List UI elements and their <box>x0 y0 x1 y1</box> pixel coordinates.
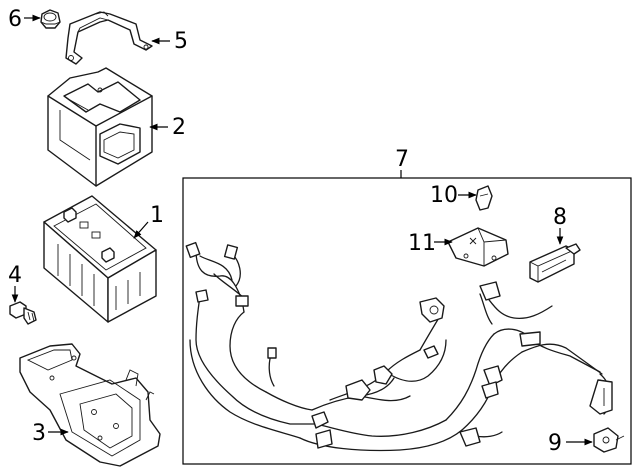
callout-label-7: 7 <box>395 147 409 172</box>
callout-label-11: 11 <box>408 231 436 256</box>
callout-label-1: 1 <box>150 203 164 228</box>
callout-label-4: 4 <box>8 263 22 288</box>
part-9-terminal-clamp[interactable] <box>593 427 625 453</box>
harness-connectors <box>185 241 613 449</box>
part-10-clip[interactable] <box>475 185 493 211</box>
part-11-terminal-cover[interactable] <box>447 227 509 267</box>
part-2-battery-insulator[interactable] <box>47 67 153 187</box>
harness-group-box <box>182 177 632 465</box>
callout-6: 6 <box>8 7 41 32</box>
part-5-hold-down-bracket[interactable] <box>65 11 153 65</box>
part-8-sensor-module[interactable] <box>529 243 581 283</box>
callout-label-3: 3 <box>32 421 46 446</box>
part-6-nut[interactable] <box>40 9 61 29</box>
callout-4: 4 <box>8 263 22 303</box>
part-4-bolt[interactable] <box>9 301 37 325</box>
callout-2: 2 <box>149 115 186 140</box>
callout-11: 11 <box>408 231 453 256</box>
callout-label-8: 8 <box>553 205 567 230</box>
part-7-battery-cable-harness[interactable] <box>189 249 611 452</box>
callout-label-10: 10 <box>430 183 458 208</box>
callout-5: 5 <box>151 29 188 54</box>
part-1-battery[interactable] <box>43 195 157 323</box>
callout-3: 3 <box>32 421 69 446</box>
callout-label-5: 5 <box>174 29 188 54</box>
callout-label-2: 2 <box>172 115 186 140</box>
callout-label-9: 9 <box>548 431 562 456</box>
callout-label-6: 6 <box>8 7 22 32</box>
callout-9: 9 <box>548 431 593 456</box>
callout-8: 8 <box>553 205 567 245</box>
callout-10: 10 <box>430 183 477 208</box>
callout-7: 7 <box>395 147 409 178</box>
part-3-battery-tray[interactable] <box>19 343 161 467</box>
callout-1: 1 <box>133 203 164 239</box>
